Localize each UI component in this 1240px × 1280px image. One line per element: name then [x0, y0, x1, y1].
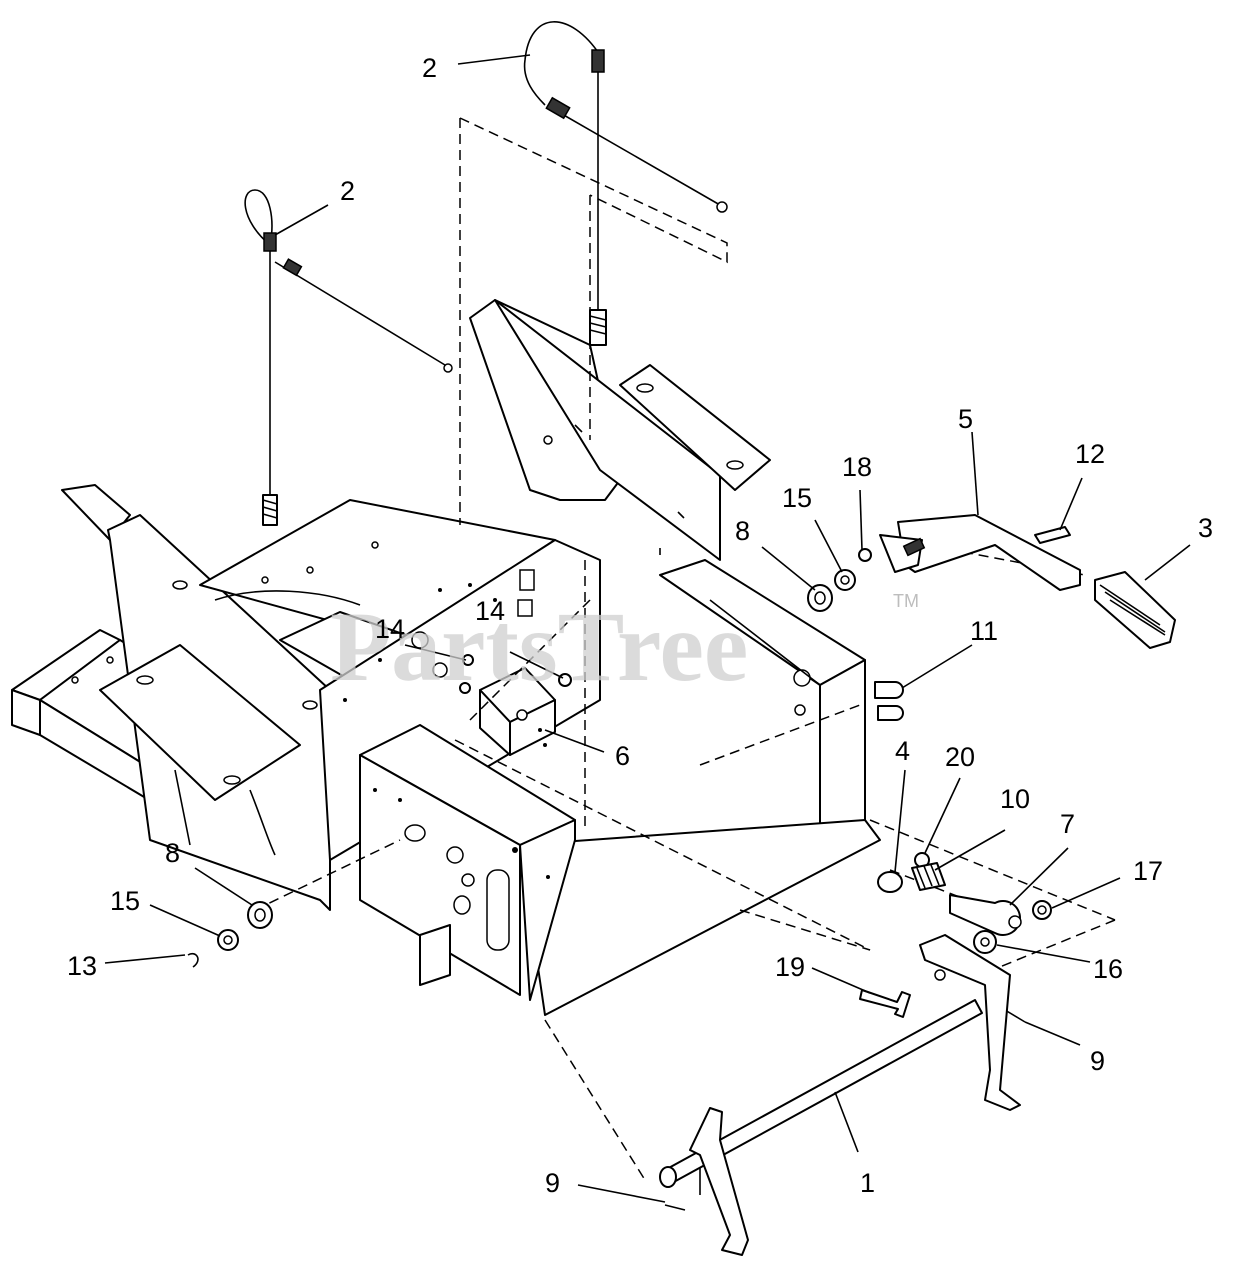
callout-1: 1	[860, 1168, 875, 1198]
callout-15-right: 15	[782, 483, 812, 513]
callout-12: 12	[1075, 439, 1105, 469]
leader-lines	[104, 54, 1191, 1203]
callout-16: 16	[1093, 954, 1123, 984]
solenoid-part-6	[479, 667, 556, 756]
watermark-trademark: TM	[893, 591, 919, 611]
callout-9-right: 9	[1090, 1046, 1105, 1076]
pedal-pad-part-3	[1094, 571, 1176, 649]
callout-6: 6	[615, 741, 630, 771]
callout-18: 18	[842, 452, 872, 482]
watermark-text: PartsTree	[330, 591, 748, 702]
callout-19: 19	[775, 952, 805, 982]
callout-8-right: 8	[735, 516, 750, 546]
callout-14-center: 14	[475, 596, 505, 626]
callout-3: 3	[1198, 513, 1213, 543]
callout-7: 7	[1060, 809, 1075, 839]
callout-17: 17	[1133, 856, 1163, 886]
cable-part-2-right	[523, 21, 728, 346]
callout-15-left: 15	[110, 886, 140, 916]
callout-4: 4	[895, 736, 910, 766]
callout-10: 10	[1000, 784, 1030, 814]
main-chassis-frame	[199, 299, 881, 1016]
left-mount-bracket	[99, 644, 301, 856]
cross-shaft-part-1	[659, 934, 1021, 1256]
alignment-dashed-lines	[254, 117, 1116, 1181]
callout-2-top: 2	[422, 53, 437, 83]
callout-20: 20	[945, 742, 975, 772]
hardware-parts	[187, 548, 1052, 1211]
pedal-arm-part-5	[879, 514, 1081, 591]
callout-11: 11	[970, 616, 998, 646]
callout-labels: 2 2 5 12 3 18 15 8 11 14 14 6 4 20 10 7 …	[67, 53, 1213, 1198]
callout-9-bottom: 9	[545, 1168, 560, 1198]
callout-8-left: 8	[165, 838, 180, 868]
cable-part-2-left	[244, 189, 453, 526]
callout-2-left: 2	[340, 176, 355, 206]
callout-5: 5	[958, 404, 973, 434]
callout-14-left: 14	[375, 614, 405, 644]
callout-13: 13	[67, 951, 97, 981]
